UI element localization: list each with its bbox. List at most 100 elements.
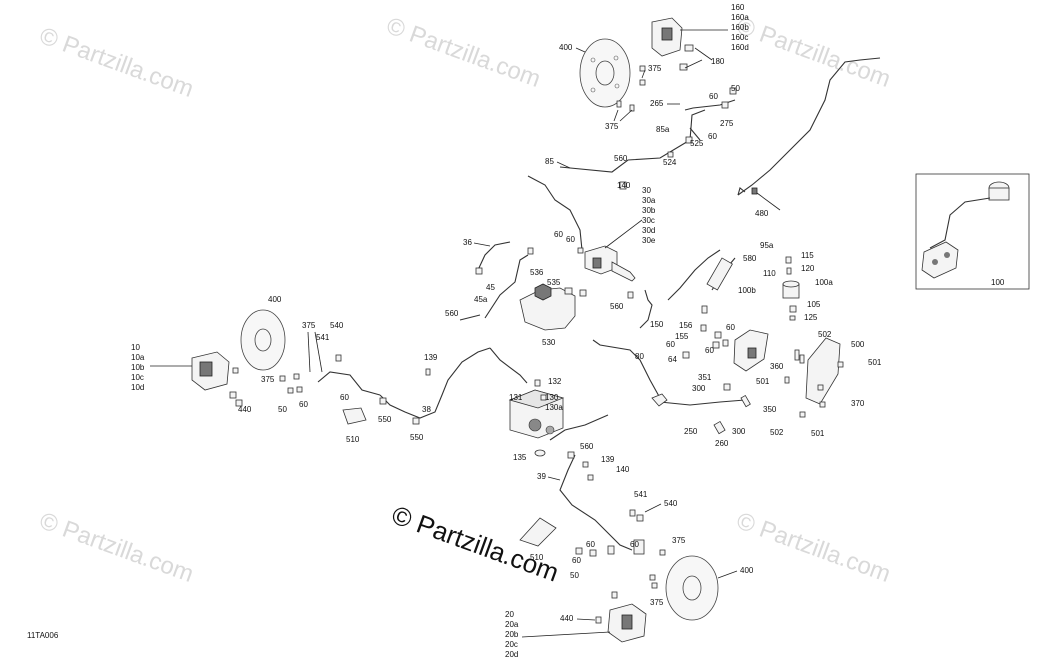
callout-140-bottom: 140 [616,465,630,474]
callout-64: 64 [668,355,677,364]
callout-275: 275 [720,119,734,128]
callout-351: 351 [698,373,712,382]
caliper-bolt [684,44,694,52]
callout-20: 20 [505,610,514,619]
callout-60-r-a: 60 [726,323,735,332]
watermark-layer: © Partzilla.com © Partzilla.com © Partzi… [36,12,894,588]
bracket-510-left [342,407,367,425]
callout-375-left-a: 375 [302,321,316,330]
callout-30b: 30b [642,206,656,215]
callout-150: 150 [650,320,664,329]
callout-160: 160 [731,3,745,12]
callout-10b: 10b [131,363,145,372]
callout-560-left: 560 [445,309,459,318]
watermark-top-center: © Partzilla.com [383,12,544,93]
callout-540-bottom: 540 [664,499,678,508]
callout-60-top-a: 60 [709,92,718,101]
callout-132: 132 [548,377,562,386]
callout-10d: 10d [131,383,144,392]
callout-135: 135 [513,453,527,462]
callout-85: 85 [545,157,554,166]
callout-375-bottom-b: 375 [650,598,664,607]
callout-536: 536 [530,268,544,277]
callout-100a: 100a [815,278,833,287]
callout-160c: 160c [731,33,748,42]
callout-36: 36 [463,238,472,247]
callout-130: 130 [545,393,559,402]
callout-535: 535 [547,278,561,287]
callout-400-top: 400 [559,43,573,52]
callout-139-bottom: 139 [601,455,615,464]
abs-module [508,379,565,457]
callout-140-top: 140 [617,181,631,190]
callout-60-bottom-b: 60 [630,540,639,549]
callout-20a: 20a [505,620,519,629]
callout-250: 250 [684,427,698,436]
callout-560-mid: 560 [610,302,624,311]
bracket-500 [805,337,841,405]
front-left-brake [191,309,342,407]
callout-45: 45 [486,283,495,292]
callout-30a: 30a [642,196,656,205]
callout-375-bottom-a: 375 [672,536,686,545]
callout-502-top: 502 [818,330,832,339]
callout-60-top-b: 60 [708,132,717,141]
callout-501-c: 501 [811,429,825,438]
callout-160a: 160a [731,13,749,22]
callout-160d: 160d [731,43,749,52]
callout-500: 500 [851,340,865,349]
callout-550-b: 550 [410,433,424,442]
callout-95a: 95a [760,241,774,250]
callout-38: 38 [422,405,431,414]
callout-480: 480 [755,209,769,218]
callout-375-top-b: 375 [605,122,619,131]
callout-160b: 160b [731,23,749,32]
callout-501-a: 501 [868,358,882,367]
right-pedal-assembly [592,249,844,435]
callout-30d: 30d [642,226,655,235]
callout-560-bottom: 560 [580,442,594,451]
callout-80: 80 [635,352,644,361]
callout-60-left-b: 60 [299,400,308,409]
callout-60-mc-b: 60 [566,235,575,244]
callout-375-top-a: 375 [648,64,662,73]
callout-115: 115 [801,251,814,260]
callout-labels: 160 160a 160b 160c 160d 400 180 375 50 6… [27,3,1005,659]
callout-130a: 130a [545,403,563,412]
bracket-510-bottom [519,517,557,547]
watermark-top-left: © Partzilla.com [36,22,197,103]
callout-20c: 20c [505,640,518,649]
callout-60-left-a: 60 [340,393,349,402]
callout-525: 525 [690,139,704,148]
watermark-bottom-right: © Partzilla.com [733,507,894,588]
callout-45a: 45a [474,295,488,304]
callout-560-top: 560 [614,154,628,163]
callout-10c: 10c [131,373,144,382]
callout-580: 580 [743,254,757,263]
diagram-code: 11TA006 [27,631,59,640]
watermark-bottom-left: © Partzilla.com [36,507,197,588]
callout-360: 360 [770,362,784,371]
watermark-top-right: © Partzilla.com [733,12,894,93]
callout-300-b: 300 [732,427,746,436]
callout-85a: 85a [656,125,670,134]
callout-440-left: 440 [238,405,252,414]
callout-50-left: 50 [278,405,287,414]
callout-39: 39 [537,472,546,481]
callout-400-left: 400 [268,295,282,304]
callout-105: 105 [807,300,821,309]
callout-260: 260 [715,439,729,448]
callout-110: 110 [763,269,776,278]
bottom-brake-assembly [519,414,719,643]
callout-541-bottom: 541 [634,490,648,499]
callout-350: 350 [763,405,777,414]
callout-60-mc-a: 60 [554,230,563,239]
top-brake-assembly [579,17,713,112]
brake-disc-top [579,38,631,108]
callout-156: 156 [679,321,693,330]
callout-501-b: 501 [756,377,770,386]
callout-541-left: 541 [316,333,330,342]
callout-375-left-b: 375 [261,375,275,384]
callout-265: 265 [650,99,664,108]
